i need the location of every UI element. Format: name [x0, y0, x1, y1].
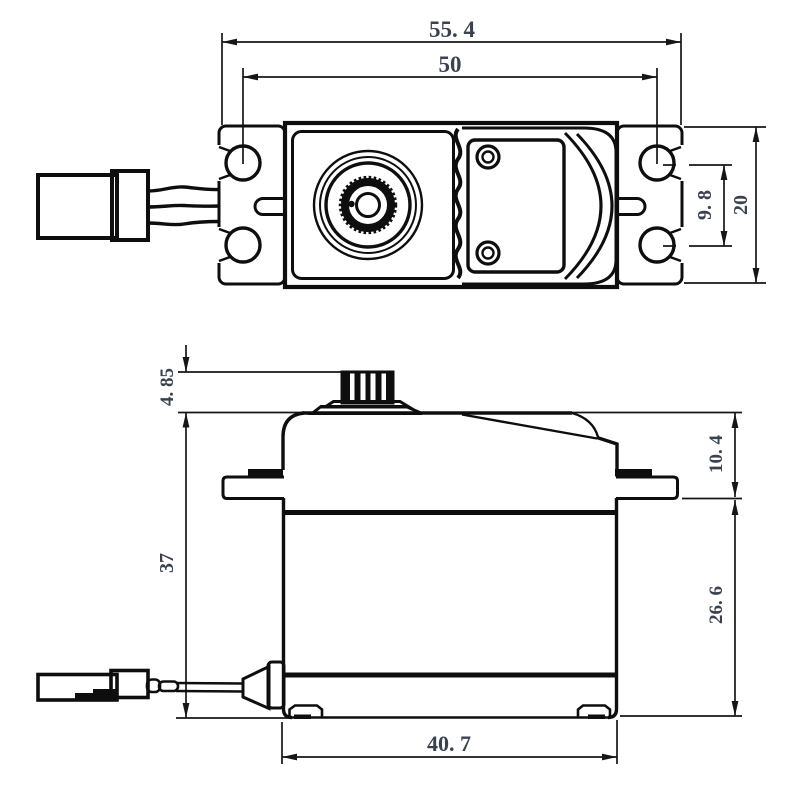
flange-step-right [615, 469, 652, 477]
tab-notch [211, 227, 224, 263]
tab-notch [211, 145, 224, 181]
connector-plug-top [36, 169, 150, 242]
left-mount-tab [211, 124, 287, 286]
right-mount-tab [615, 124, 689, 286]
dim-label-upper-height: 10. 4 [706, 435, 727, 474]
tab-notch [676, 145, 689, 181]
output-spline-gear [341, 178, 395, 232]
case-wavy-seam [453, 127, 463, 280]
tab-notch [676, 227, 689, 263]
foot-left [288, 704, 324, 717]
output-gear-panel [291, 130, 455, 280]
screw [475, 240, 501, 266]
cable-ferrule [157, 680, 180, 693]
wire-slot [253, 197, 285, 216]
screw-panel [466, 138, 566, 274]
side-slot [617, 197, 647, 216]
top-view-dimension-lines [221, 33, 766, 284]
servo-case-side [221, 411, 679, 720]
screw [475, 144, 501, 170]
flange-step-left [248, 469, 283, 477]
connector-collar [109, 668, 150, 700]
foot-right [576, 704, 612, 717]
dim-label-spline-height: 4. 85 [157, 368, 178, 406]
mount-hole [224, 144, 262, 182]
mount-hole [224, 226, 262, 264]
dim-label-hole-pitch: 9. 8 [694, 190, 716, 220]
wire-bundle-top [147, 185, 220, 227]
index-dot [348, 200, 355, 208]
mount-hole [638, 144, 676, 182]
case-seam-slant [461, 413, 598, 440]
mount-hole [638, 226, 676, 264]
connector-plug-side [36, 672, 119, 702]
servo-body-top-view [282, 120, 620, 290]
spline-shaft [307, 370, 423, 415]
cable-assembly-side [36, 660, 286, 711]
dim-label-hole-span: 50 [439, 52, 462, 77]
dim-label-body-depth: 20 [730, 195, 752, 215]
case-arc [563, 131, 603, 281]
connector-key-step [75, 689, 116, 699]
side-view-dimension-lines [176, 345, 742, 764]
dim-label-overall-width: 55. 4 [429, 17, 476, 42]
side-view: 4. 85 37 10. 4 26. 6 40. 7 [36, 345, 742, 764]
rear-section [462, 126, 618, 286]
wire-grommet [241, 664, 271, 711]
case-seam-curve [571, 411, 600, 438]
case-arc [575, 132, 614, 280]
top-view: 55. 4 50 9. 8 20 [36, 17, 766, 290]
gear-teeth [338, 175, 398, 235]
dim-label-total-height: 37 [156, 553, 178, 573]
mount-flange-left [221, 475, 284, 500]
mount-flange-right [616, 475, 679, 500]
dim-label-body-length: 40. 7 [427, 731, 471, 756]
dim-label-lower-height: 26. 6 [706, 586, 727, 624]
